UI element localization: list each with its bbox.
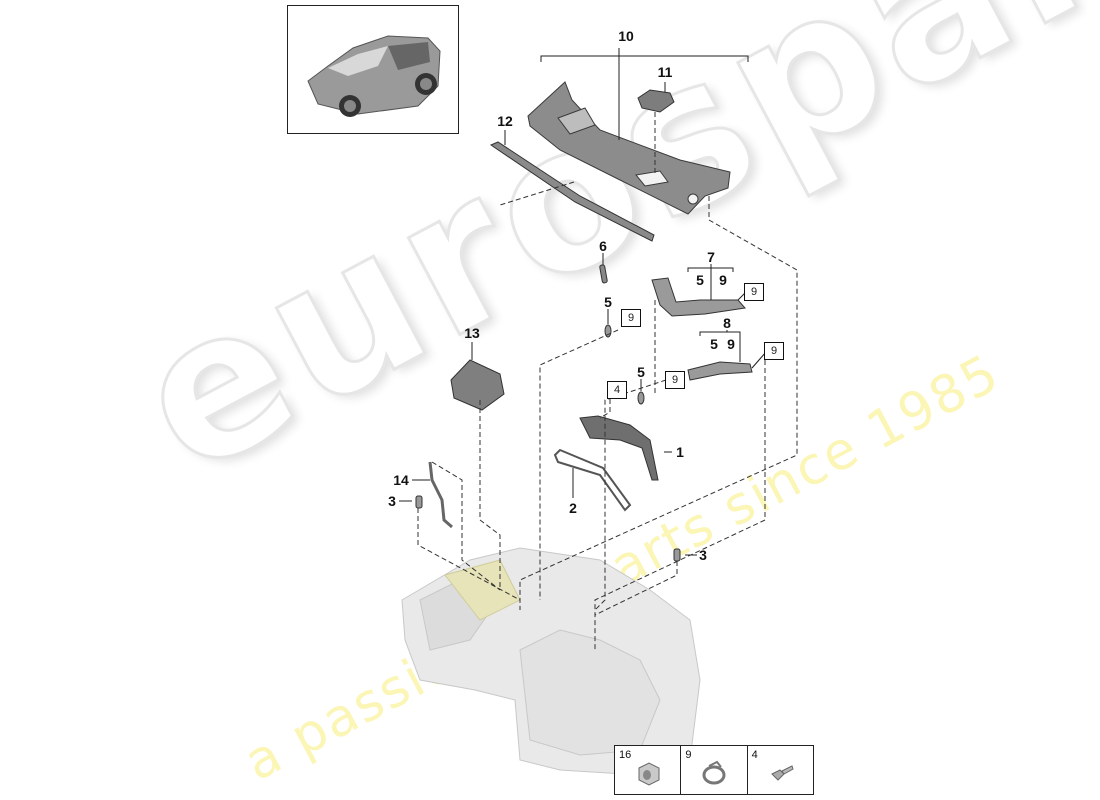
callout-12: 12: [497, 113, 513, 129]
fastener-legend: 16 9 4: [614, 745, 814, 795]
callout-3-left: 3: [388, 493, 396, 509]
part-3-a: [415, 495, 423, 509]
cover-part-11: [637, 89, 675, 113]
legend-number: 4: [751, 749, 758, 761]
suv-icon: [307, 35, 441, 117]
callout-13: 13: [464, 325, 480, 341]
part-6: [599, 264, 608, 284]
part-3-b: [673, 548, 681, 562]
box-callout-4: 4: [607, 381, 627, 399]
callout-9-a: 9: [719, 272, 727, 288]
callout-7: 7: [707, 249, 715, 265]
assembly-lines: [417, 112, 798, 650]
callout-9-b: 9: [727, 336, 735, 352]
bracket-part-14: [428, 461, 453, 529]
legend-item-9: 9: [681, 746, 748, 794]
seal-strip-part-12: [489, 141, 655, 242]
nut-icon: [638, 762, 660, 786]
hose-clamp-icon: [702, 760, 726, 785]
callout-8: 8: [723, 315, 731, 331]
callout-5-a: 5: [604, 294, 612, 310]
part-5-b: [637, 391, 645, 405]
cowl-panel: [527, 81, 731, 215]
legend-item-16: 16: [615, 746, 682, 794]
hose-part-7: [651, 277, 746, 317]
part-13-box: [450, 359, 505, 411]
box-callout-9-b: 9: [744, 283, 764, 301]
box-callout-9-c: 9: [764, 342, 784, 360]
legend-item-4: 4: [748, 746, 813, 794]
box-callout-9-d: 9: [665, 371, 685, 389]
vehicle-thumbnail: [287, 5, 459, 134]
callout-1: 1: [676, 444, 684, 460]
front-structure: [401, 547, 701, 776]
box-callout-9-a: 9: [621, 309, 641, 327]
callout-5-b: 5: [637, 364, 645, 380]
callout-6: 6: [599, 238, 607, 254]
bracket-part-1: [579, 415, 659, 481]
callout-10: 10: [618, 28, 634, 44]
callout-14: 14: [393, 472, 409, 488]
rod-part-2: [553, 448, 632, 512]
legend-number: 9: [685, 749, 692, 761]
hose-part-8: [687, 361, 753, 381]
callout-2: 2: [569, 500, 577, 516]
legend-number: 16: [619, 749, 632, 761]
callout-11: 11: [657, 64, 673, 80]
clip-icon: [770, 765, 794, 781]
leader-lines: [399, 48, 767, 556]
callout-5-d: 5: [710, 336, 718, 352]
callout-5-c: 5: [696, 272, 704, 288]
callout-3-right: 3: [699, 547, 707, 563]
part-5-a: [604, 324, 612, 338]
